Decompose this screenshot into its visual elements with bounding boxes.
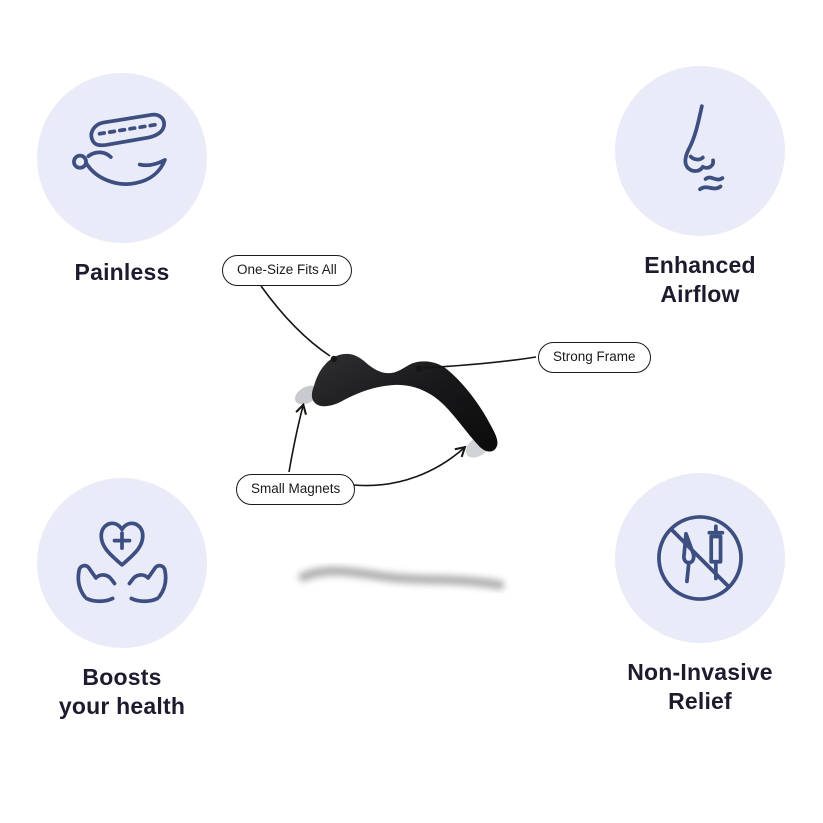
connector-strong-frame-dot <box>415 365 423 373</box>
hand-holding-strip-icon <box>72 112 167 186</box>
feature-label-painless: Painless <box>75 258 170 287</box>
callout-one-size-fits-all: One-Size Fits All <box>222 255 352 286</box>
callout-connectors <box>260 285 537 487</box>
hands-heart-cross-icon <box>76 521 168 604</box>
painless-icon-badge <box>37 73 207 243</box>
feature-label-non-invasive-relief: Non-Invasive Relief <box>627 658 773 716</box>
product-shadow <box>298 566 505 590</box>
nasal-strip-body <box>311 353 498 452</box>
feature-label-line: Non-Invasive <box>627 659 773 685</box>
feature-label-line: Airflow <box>660 280 740 307</box>
connector-one-size-dot <box>330 355 338 363</box>
feature-label-boosts-your-health: Boosts your health <box>59 663 185 721</box>
feature-non-invasive-relief: Non-Invasive Relief <box>595 473 805 716</box>
feature-label-line: Boosts <box>82 664 162 690</box>
feature-boosts-your-health: Boosts your health <box>17 478 227 721</box>
connector-small-magnets-left <box>288 406 303 473</box>
connector-one-size <box>260 285 331 357</box>
feature-label-line: your health <box>58 692 186 719</box>
feature-label-enhanced-airflow: Enhanced Airflow <box>644 251 756 309</box>
feature-label-line: Relief <box>668 687 732 714</box>
no-surgery-icon <box>657 515 743 601</box>
feature-label-line: Painless <box>74 259 170 285</box>
feature-label-line: Enhanced <box>644 252 756 278</box>
boosts-health-icon-badge <box>37 478 207 648</box>
left-silicone-pad <box>294 385 320 405</box>
nose-airflow-icon <box>683 104 725 192</box>
feature-enhanced-airflow: Enhanced Airflow <box>595 66 805 309</box>
right-silicone-pad <box>465 434 493 458</box>
connector-strong-frame <box>422 356 537 369</box>
callout-small-magnets: Small Magnets <box>236 474 356 505</box>
feature-painless: Painless <box>17 73 227 287</box>
callout-strong-frame: Strong Frame <box>538 342 651 373</box>
enhanced-airflow-icon-badge <box>615 66 785 236</box>
connector-small-magnets-right <box>352 448 464 487</box>
non-invasive-icon-badge <box>615 473 785 643</box>
